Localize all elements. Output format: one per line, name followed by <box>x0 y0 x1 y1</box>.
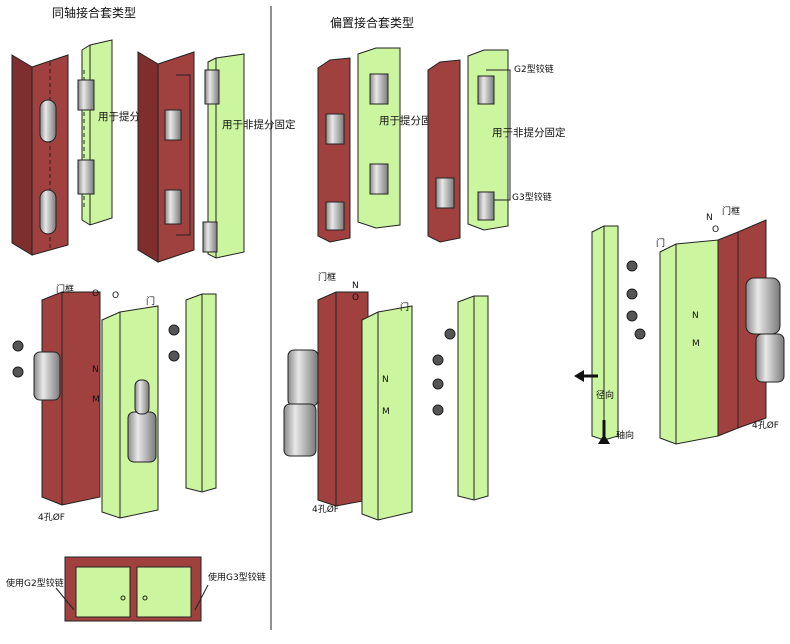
offset-detail-assembly <box>283 291 489 521</box>
hinge-body <box>745 277 781 335</box>
dim-o: O <box>352 293 359 303</box>
label-use-g2: 使用G2型铰链 <box>6 577 64 589</box>
hinge-knuckle <box>325 113 345 145</box>
label-door: 门 <box>400 301 409 313</box>
hinge-knuckle <box>435 177 455 209</box>
offset-lift-assembly <box>317 47 401 243</box>
screw-icon <box>626 260 646 340</box>
hinge-body <box>33 351 61 401</box>
hinge-knuckle <box>164 189 182 225</box>
dim-n: N <box>706 213 713 223</box>
screw-icon <box>432 328 456 416</box>
hinge-leaf <box>204 69 220 105</box>
label-door-frame: 门框 <box>318 271 336 283</box>
arrow-down-icon <box>598 434 610 444</box>
hinge-knuckle <box>39 189 57 235</box>
dim-o: O <box>92 289 99 299</box>
label-radial: 径向 <box>596 389 614 401</box>
label-offset-lift-fixed: 用于提分固定 <box>379 114 442 127</box>
offset-nonlift-assembly <box>427 49 511 243</box>
dim-n: N <box>352 281 359 291</box>
label-door: 门 <box>146 295 155 307</box>
offset-title: 偏置接合套类型 <box>330 15 414 30</box>
dim-m: M <box>92 395 100 405</box>
hinge-body <box>755 333 785 383</box>
screw-icon <box>12 324 180 378</box>
coaxial-title: 同轴接合套类型 <box>52 5 136 20</box>
label-g2-hinge: G2型铰链 <box>514 63 554 75</box>
dim-o: O <box>112 291 119 301</box>
coaxial-nonlift-assembly <box>137 51 245 263</box>
label-axial: 轴向 <box>616 429 634 441</box>
hinge-pin <box>134 379 150 415</box>
dim-n: N <box>692 311 699 321</box>
label-offset-nonlift-fixed: 用于非提分固定 <box>492 126 566 139</box>
hinge-knuckle <box>164 109 182 141</box>
label-nonlift-fixed: 用于非提分固定 <box>222 118 296 131</box>
coaxial-lift-assembly <box>11 39 113 256</box>
coaxial-detail-assembly <box>12 291 217 519</box>
hinge-leaf <box>477 191 495 221</box>
hinge-knuckle <box>325 201 345 231</box>
dim-o: O <box>712 225 719 235</box>
hinge-leaf <box>477 75 495 105</box>
dim-m: M <box>382 407 390 417</box>
hinge-body <box>127 411 157 463</box>
label-4-holes: 4孔ØF <box>312 504 339 515</box>
hinge-leaf <box>77 79 95 111</box>
hinge-leaf <box>369 163 389 195</box>
hinge-body <box>283 403 317 457</box>
hinge-leaf <box>77 159 95 195</box>
right-detail-assembly <box>574 219 785 445</box>
hinge-leaf <box>369 73 389 105</box>
arrow-left-icon <box>574 370 584 382</box>
dim-n: N <box>92 365 99 375</box>
label-door-frame: 门框 <box>56 283 74 295</box>
label-4-holes: 4孔ØF <box>752 420 779 431</box>
hinge-body <box>287 349 319 407</box>
label-use-g3: 使用G3型铰链 <box>208 571 266 583</box>
hinge-leaf <box>202 221 218 253</box>
hinge-knuckle <box>39 99 57 143</box>
dim-n: N <box>382 375 389 385</box>
double-door-elevation <box>55 556 209 622</box>
dim-m: M <box>692 339 700 349</box>
label-4-holes: 4孔ØF <box>38 512 65 523</box>
label-door: 门 <box>656 237 665 249</box>
label-g3-hinge: G3型铰链 <box>512 191 552 203</box>
label-door-frame: 门框 <box>722 205 740 217</box>
